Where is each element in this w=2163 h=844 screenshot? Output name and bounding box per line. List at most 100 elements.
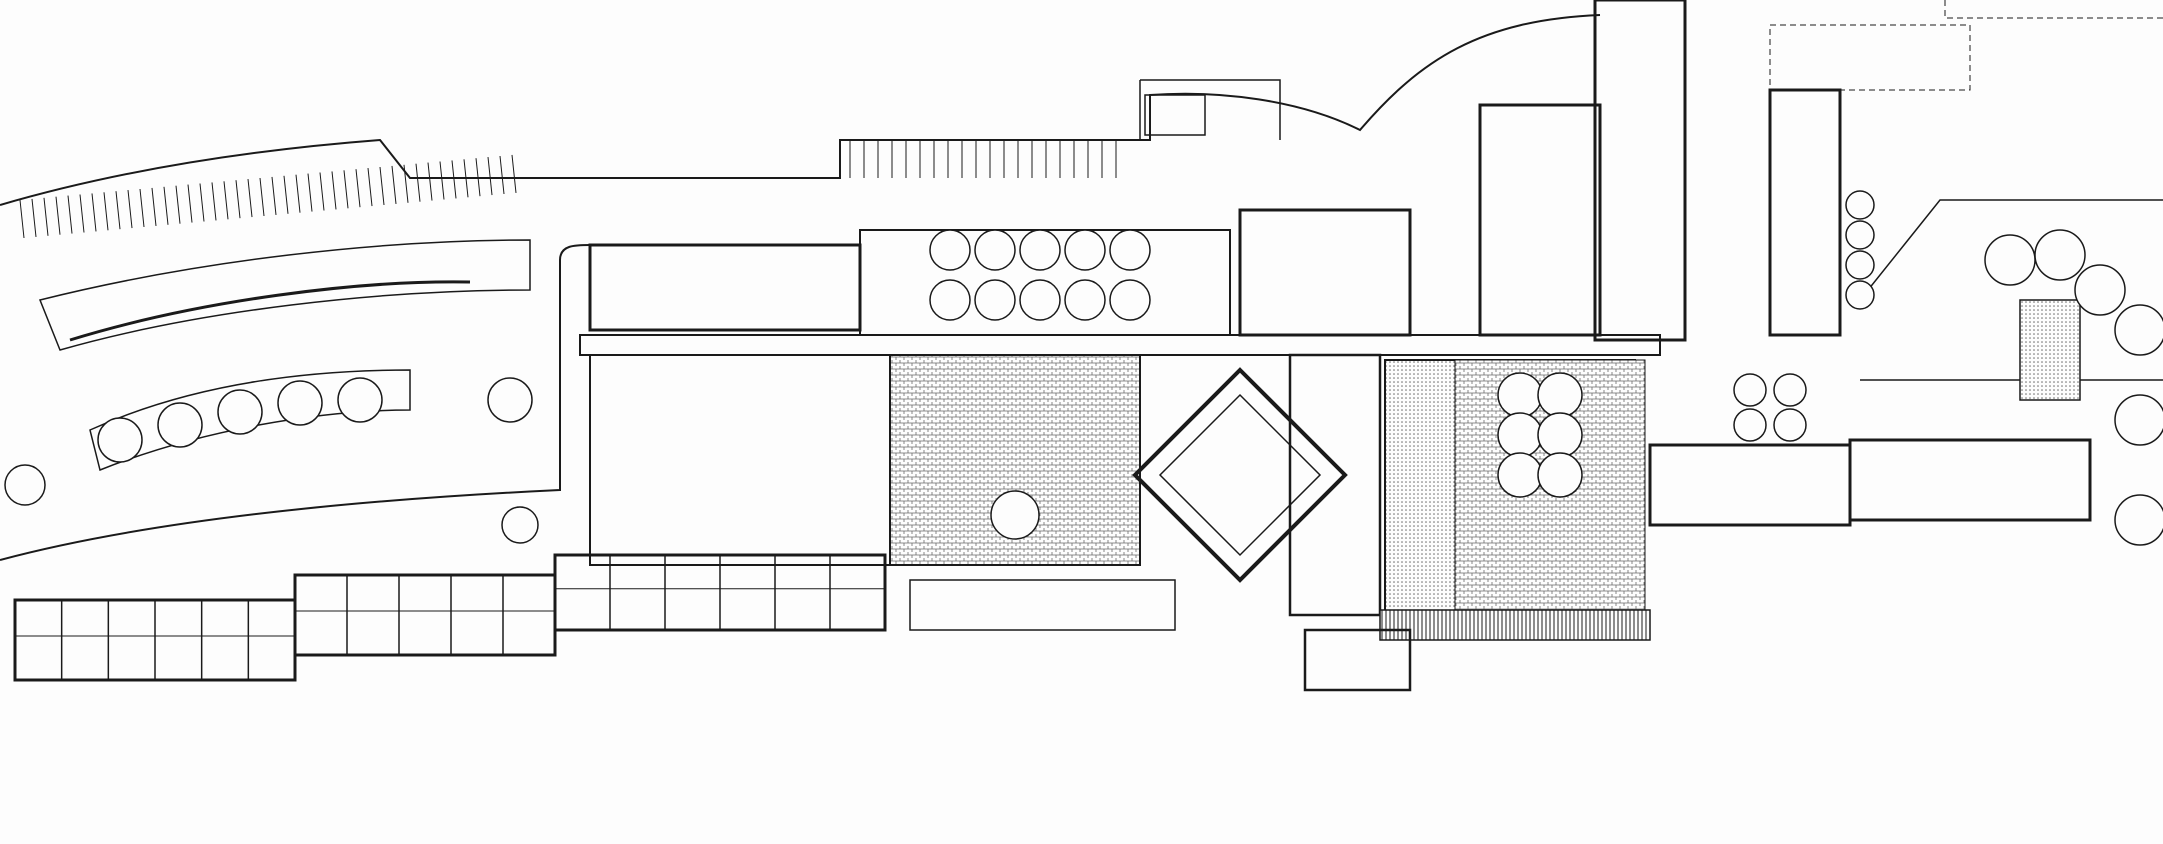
parking-stall-line — [79, 194, 85, 233]
central-complex — [579, 0, 2092, 692]
tree-icon — [1845, 280, 1875, 310]
parking-stall-line — [475, 158, 481, 197]
north-office-block — [1478, 103, 1602, 337]
west-housing-block-2 — [293, 573, 557, 657]
tree-icon — [2114, 494, 2163, 546]
parking-stall-line — [31, 198, 37, 237]
parking-stall-line — [451, 160, 457, 199]
parking-stall-line — [283, 175, 289, 214]
tree-icon — [1845, 250, 1875, 280]
tree-icon — [1773, 408, 1807, 442]
parking-stall-line — [55, 196, 61, 235]
parking-divider — [69, 280, 471, 342]
tree-icon — [337, 377, 383, 423]
parking-stall-line — [295, 174, 301, 213]
north-tower-corridor — [1593, 0, 1687, 342]
road-edge-north — [0, 14, 1601, 206]
tree-icon — [1497, 372, 1543, 418]
parking-stall-line — [19, 199, 25, 239]
north-wing-west — [588, 243, 862, 332]
parking-stall-line — [91, 193, 97, 232]
parking-stall-line — [163, 186, 169, 225]
parking-stall-line — [415, 163, 421, 202]
parking-stall-line — [235, 180, 241, 219]
parked-cars — [1144, 94, 1206, 136]
east-terrace — [2019, 299, 2081, 401]
parking-stall-line — [499, 155, 505, 195]
tree-icon — [1773, 373, 1807, 407]
tree-icon — [1537, 412, 1583, 458]
parking-stall-line — [127, 190, 133, 229]
south-entry-pavilion — [1303, 628, 1412, 692]
parking-stall-line — [199, 183, 205, 222]
parking-stall-line — [427, 162, 433, 201]
tree-icon — [1845, 220, 1875, 250]
parking-stall-line — [511, 154, 517, 193]
west-courtyard — [589, 354, 891, 566]
tree-icon — [97, 417, 143, 463]
north-east-units — [1768, 88, 1842, 337]
parking-stall-line — [343, 170, 349, 209]
diamond-assembly-hall — [1132, 367, 1348, 583]
parking-stall-line — [259, 177, 265, 217]
parking-stall-line — [307, 173, 313, 212]
parking-stall-line — [391, 165, 397, 204]
tree-icon — [157, 402, 203, 448]
tree-icon — [1497, 412, 1543, 458]
road-edge-south — [0, 244, 591, 561]
north-wing-east — [1238, 208, 1412, 337]
parking-island-1 — [38, 239, 531, 351]
parking-stall-line — [367, 168, 373, 207]
parking-stall-line — [355, 169, 361, 208]
parking-stall-line — [271, 176, 277, 215]
parking-stall-line — [223, 181, 229, 220]
parking-stall-line — [247, 179, 253, 218]
tree-icon — [1019, 229, 1061, 271]
tree-icon — [277, 380, 323, 426]
tree-icon — [1019, 279, 1061, 321]
parking-stall-line — [331, 171, 337, 210]
parking-stall-line — [187, 184, 193, 223]
tree-icon — [2074, 264, 2126, 316]
east-housing-block-1 — [1648, 443, 1852, 527]
tree-icon — [2034, 229, 2086, 281]
south-hatched-terrace — [1379, 609, 1651, 641]
parking-stall-line — [379, 166, 385, 206]
parking-stall-line — [115, 191, 121, 230]
parking-stall-line — [211, 182, 217, 221]
parking-stall-line — [175, 185, 181, 224]
tree-icon — [2114, 394, 2163, 446]
tree-icon — [4, 464, 46, 506]
tree-icon — [1109, 279, 1151, 321]
tree-icon — [1109, 229, 1151, 271]
tree-icon — [1537, 452, 1583, 498]
parking-stall-line — [487, 157, 493, 196]
tree-icon — [501, 506, 539, 544]
north-parking-lot — [1139, 79, 1281, 140]
main-east-west-arcade — [579, 334, 1661, 356]
east-housing-block-2 — [1848, 438, 2092, 522]
tree-icon — [990, 490, 1040, 540]
tree-icon — [929, 279, 971, 321]
parking-stall-line — [463, 159, 469, 198]
east-road — [1859, 199, 2163, 381]
parking-stall-line — [151, 187, 157, 226]
parking-stall-line — [319, 172, 325, 211]
parking-stall-line — [103, 192, 109, 231]
tree-icon — [1064, 229, 1106, 271]
parking-stall-line — [439, 161, 445, 200]
tree-icon — [1537, 372, 1583, 418]
parking-stall-line — [67, 195, 73, 234]
tree-icon — [929, 229, 971, 271]
parking-stall-lines — [19, 140, 1117, 239]
parking-stall-line — [139, 188, 145, 228]
diamond-assembly-hall-inner — [1158, 393, 1322, 557]
unit-partitions — [15, 555, 885, 680]
tree-icon — [1845, 190, 1875, 220]
parking-stall-line — [43, 197, 49, 236]
tree-icon — [217, 389, 263, 435]
tree-icon — [1733, 373, 1767, 407]
west-housing-row — [13, 553, 887, 682]
